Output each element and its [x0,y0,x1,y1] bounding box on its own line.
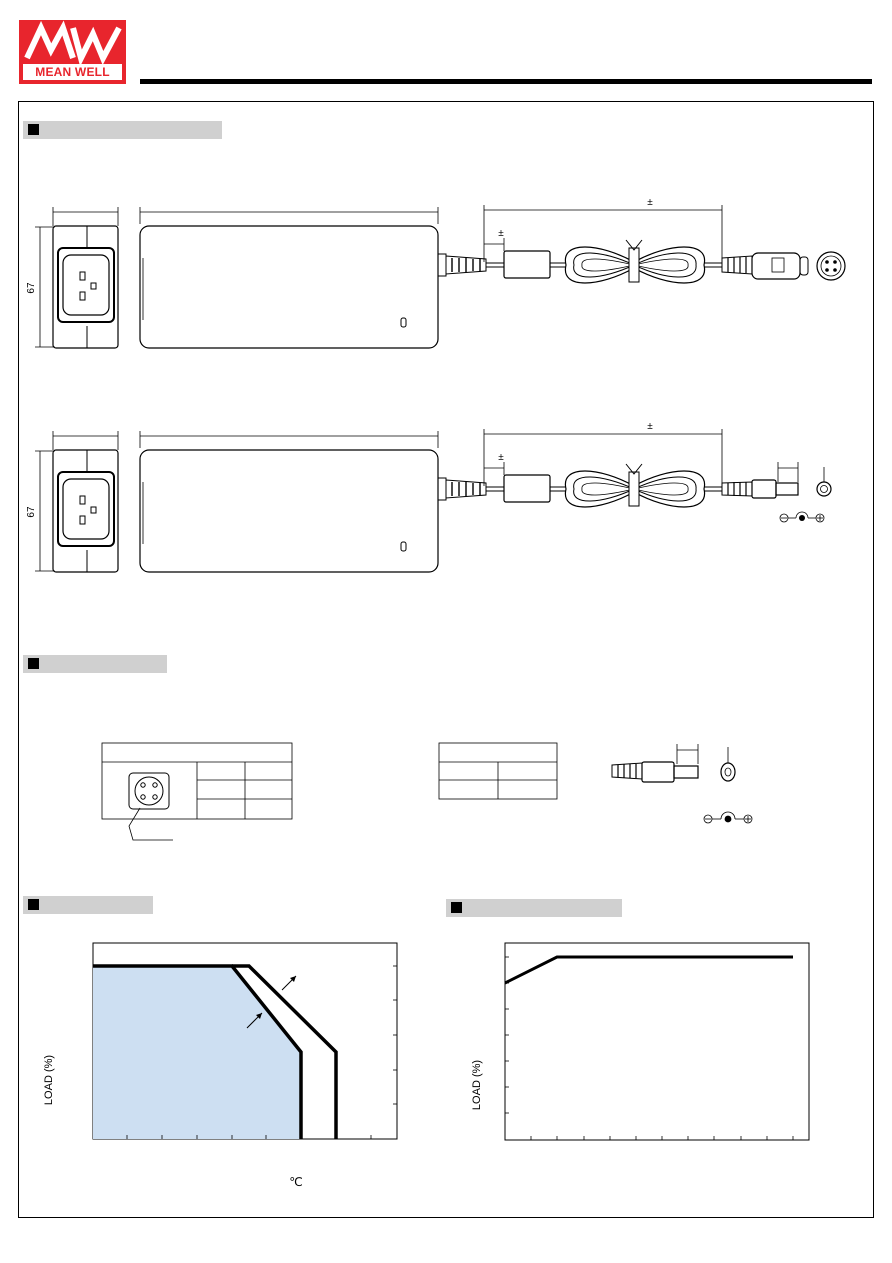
section-header-derating [23,896,153,914]
cable-length-tolerance-1: ± [647,197,653,208]
plug-table-2 [438,742,558,800]
section-marker-icon [28,124,39,135]
mean-well-logo: MEAN WELL [19,20,126,84]
left-chart-y-label: LOAD (%) [43,1055,55,1105]
mechanical-drawing-1 [34,204,846,349]
plug-table-1 [101,742,293,841]
mechanical-drawing-2 [34,428,832,573]
section-header-plug [23,655,167,673]
ferrite-distance-tolerance-1: ± [498,228,504,239]
right-chart-y-label: LOAD (%) [471,1060,483,1110]
section-marker-icon [28,899,39,910]
section-header-mechanical [23,121,222,139]
height-label-1: 67 [26,282,37,294]
mw-logo-mark [24,20,122,64]
header-rule [140,79,872,84]
derating-chart-right [504,942,810,1141]
height-label-2: 67 [26,506,37,518]
derating-chart-left [92,942,398,1140]
section-marker-icon [28,658,39,669]
section-marker-icon [451,902,462,913]
logo-text: MEAN WELL [23,64,122,80]
section-header-output-derating [446,899,622,917]
ferrite-distance-tolerance-2: ± [498,452,504,463]
left-chart-x-unit: ℃ [289,1175,302,1189]
cable-length-tolerance-2: ± [647,421,653,432]
page-frame [18,101,874,1218]
dc-plug-detail [611,744,753,824]
